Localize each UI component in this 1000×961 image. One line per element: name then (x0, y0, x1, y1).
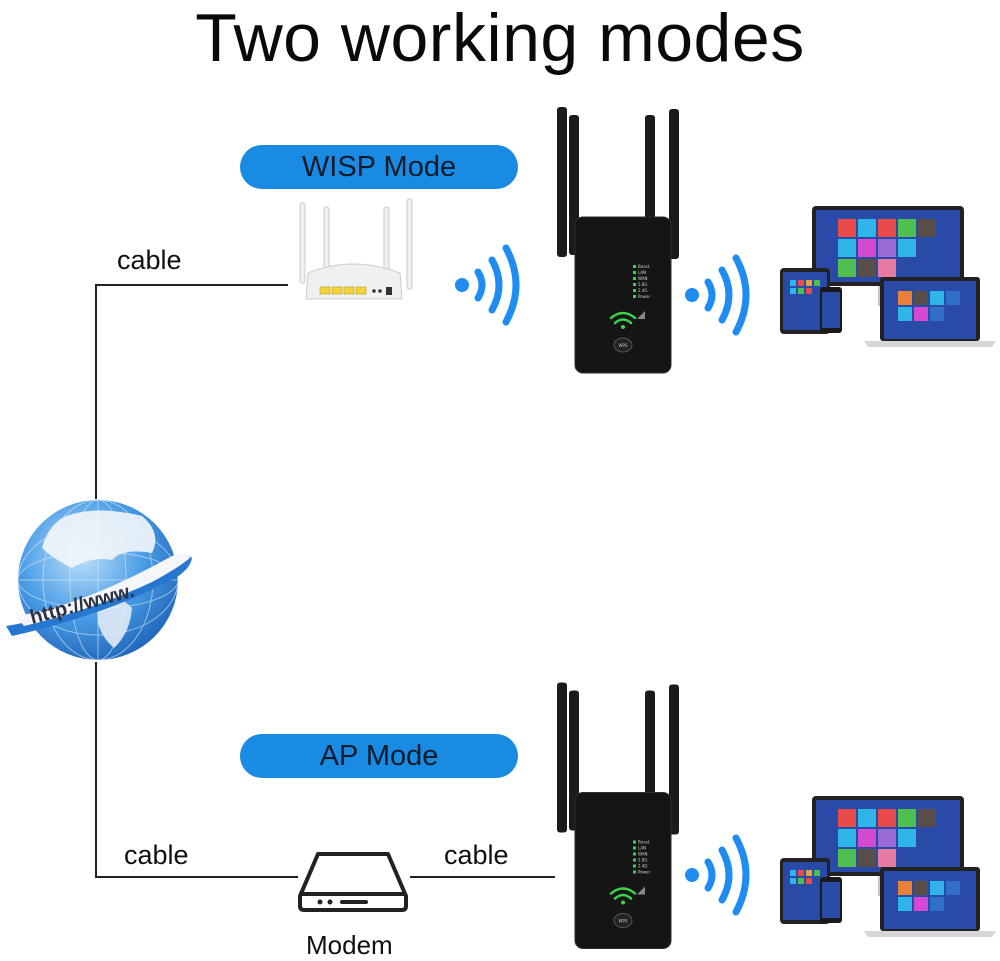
led-label: 5.8G (638, 282, 647, 287)
wifi-extender-icon: Boost LAN WAN 5.8G 2.4G Power WPS (553, 678, 688, 953)
ap-cable-line-right (410, 876, 555, 878)
wps-button-label: WPS (619, 343, 628, 348)
wps-button-label: WPS (619, 919, 628, 924)
wifi-signal-icon (682, 250, 757, 340)
ap-mode-badge: AP Mode (240, 734, 518, 778)
led-label: Boost (638, 264, 650, 269)
led-label: 2.4G (638, 288, 647, 293)
led-label: Power (638, 294, 650, 299)
devices-icon (780, 793, 1000, 938)
wifi-signal-icon (452, 240, 527, 330)
wisp-cable-label: cable (117, 245, 182, 275)
devices-icon (780, 203, 1000, 348)
modem-label: Modem (306, 930, 393, 960)
led-label: Boost (638, 840, 650, 845)
ap-cable-label-right: cable (444, 840, 509, 870)
ap-cable-label-left: cable (124, 840, 189, 870)
ap-cable-line-left (95, 876, 298, 878)
ap-mode-label: AP Mode (319, 739, 439, 772)
wifi-extender-icon: Boost LAN WAN 5.8G 2.4G Power WPS (553, 105, 688, 375)
router-icon (288, 195, 418, 305)
led-label: LAN (638, 846, 646, 851)
diagram-title: Two working modes (195, 0, 805, 76)
led-label: 2.4G (638, 864, 647, 869)
wisp-mode-badge: WISP Mode (240, 145, 518, 189)
led-label: LAN (638, 270, 646, 275)
globe-icon: http://www. (2, 498, 194, 666)
led-label: WAN (638, 852, 647, 857)
wisp-cable-line (95, 284, 288, 286)
led-label: Power (638, 870, 650, 875)
modem-icon (292, 850, 414, 914)
wisp-vertical-line (95, 284, 97, 499)
ap-vertical-line (95, 662, 97, 878)
wisp-mode-label: WISP Mode (301, 150, 457, 183)
led-label: WAN (638, 276, 647, 281)
led-label: 5.8G (638, 858, 647, 863)
wifi-signal-icon (682, 830, 757, 920)
